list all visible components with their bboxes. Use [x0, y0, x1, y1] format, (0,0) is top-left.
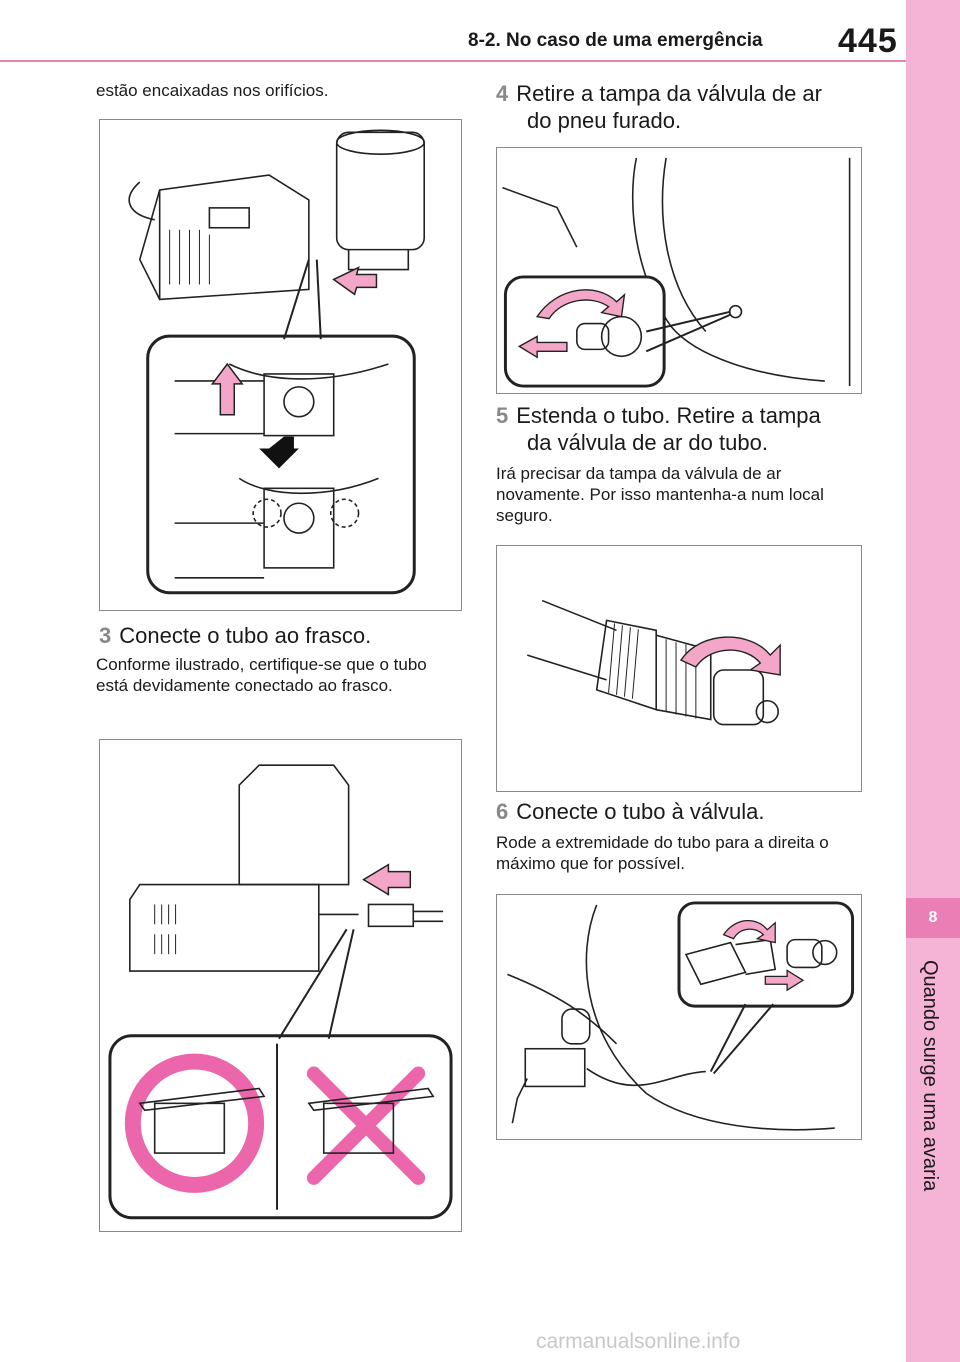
figure-tube-to-valve [496, 894, 862, 1140]
step-3-number: 3 [99, 623, 112, 648]
step-6-heading: 6 Conecte o tubo à válvula. [496, 798, 765, 825]
chapter-number: 8 [906, 898, 960, 938]
header-rule [0, 60, 906, 62]
tube-connection-illustration [108, 764, 453, 1220]
step-4-title-line1: Retire a tampa da válvula de ar [516, 81, 822, 106]
step-6-number: 6 [496, 799, 509, 824]
step-5-heading: 5 Estenda o tubo. Retire a tampa da válvu… [496, 402, 821, 456]
page-number: 445 [838, 22, 898, 60]
step-3-note: Conforme ilustrado, certifique-se que o … [96, 655, 427, 695]
step-5-title-line1: Estenda o tubo. Retire a tampa [516, 403, 821, 428]
step-4-title-line2: do pneu furado. [527, 108, 682, 133]
chapter-side-tab [906, 0, 960, 1362]
tube-cap-illustration [527, 599, 781, 726]
chapter-label: Quando surge uma avaria [919, 960, 941, 1192]
step-5-number: 5 [496, 403, 509, 428]
step-3-title: Conecte o tubo ao frasco. [119, 623, 372, 648]
figure-tire-valve-cap [496, 147, 862, 394]
step-3-heading: 3 Conecte o tubo ao frasco. [99, 622, 371, 649]
step-6-title: Conecte o tubo à válvula. [516, 799, 765, 824]
tube-valve-connection-illustration [507, 901, 855, 1131]
intro-text: estão encaixadas nos orifícios. [96, 81, 329, 100]
figure-compressor-bottle [99, 119, 462, 611]
watermark: carmanualsonline.info [536, 1330, 741, 1353]
step-5-note: Irá precisar da tampa da válvula de ar n… [496, 464, 824, 525]
figure-tube-to-bottle [99, 739, 462, 1232]
compressor-illustration [128, 129, 425, 595]
section-title: 8-2. No caso de uma emergência [468, 30, 763, 51]
step-4-heading: 4 Retire a tampa da válvula de ar do pneu… [496, 80, 822, 134]
step-5-title-line2: da válvula de ar do tubo. [527, 430, 768, 455]
step-6-note: Rode a extremidade do tubo para a direit… [496, 833, 829, 873]
tire-valve-illustration [502, 157, 851, 388]
figure-tube-cap [496, 545, 862, 792]
step-4-number: 4 [496, 81, 509, 106]
